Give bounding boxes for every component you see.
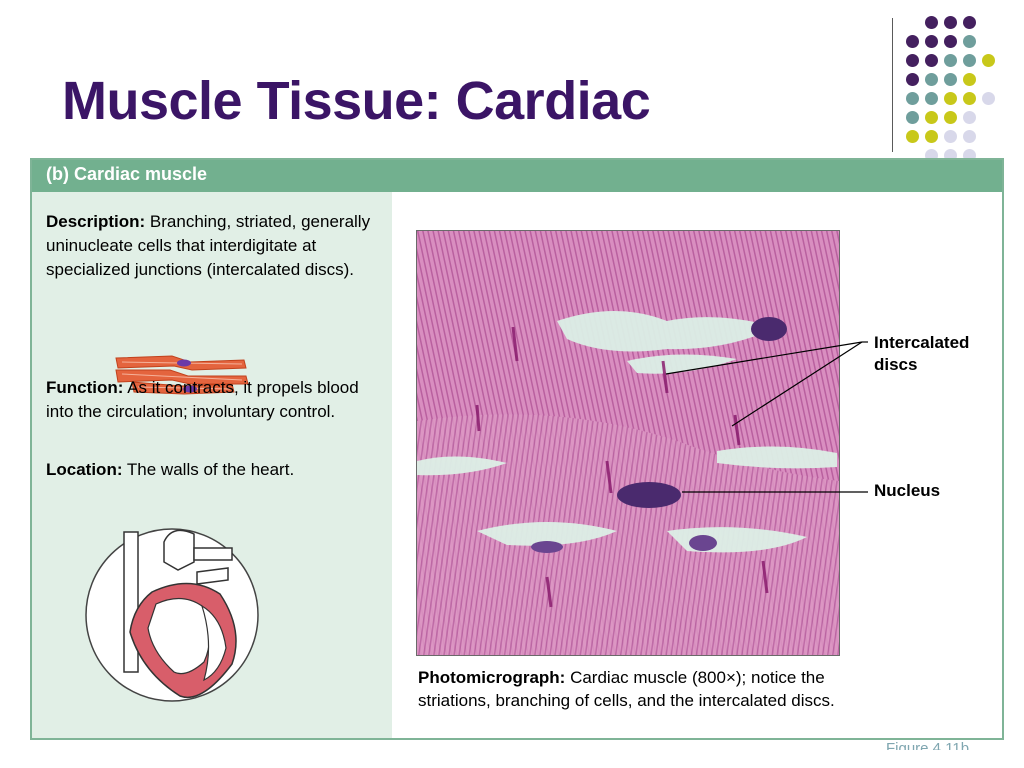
decorative-dot <box>925 16 938 29</box>
photomicrograph <box>416 230 840 656</box>
slide-title: Muscle Tissue: Cardiac <box>62 71 651 131</box>
panel-header-label: (b) Cardiac muscle <box>46 164 208 184</box>
decorative-dot <box>925 130 938 143</box>
decorative-dot <box>944 149 957 160</box>
decorative-dot <box>906 111 919 124</box>
decorative-dot <box>925 111 938 124</box>
panel-header: (b) Cardiac muscle <box>32 160 1002 192</box>
decorative-dot <box>982 92 995 105</box>
decorative-dot <box>963 111 976 124</box>
decorative-dot <box>963 16 976 29</box>
decorative-dot <box>906 92 919 105</box>
location-term: Location: <box>46 460 123 479</box>
description-text: Branching, striated, generally uninuclea… <box>46 212 371 279</box>
decorative-dot <box>906 73 919 86</box>
decorative-dot <box>963 54 976 67</box>
decorative-dot <box>982 54 995 67</box>
function-paragraph: Function: As it contracts, it propels bl… <box>46 376 386 424</box>
callout-intercalated-line2: discs <box>874 355 918 374</box>
caption-text: Cardiac muscle (800×); notice the striat… <box>418 668 835 710</box>
decorative-dot <box>944 111 957 124</box>
decorative-dot <box>925 54 938 67</box>
description-term: Description: <box>46 212 146 231</box>
nucleus-mark <box>531 541 563 553</box>
description-paragraph: Description: Branching, striated, genera… <box>46 210 386 282</box>
callout-intercalated-line1: Intercalated <box>874 333 970 352</box>
callout-nucleus: Nucleus <box>874 481 941 500</box>
decorative-dot <box>963 92 976 105</box>
decorative-dot <box>944 130 957 143</box>
decorative-dot <box>925 149 938 160</box>
decorative-dot <box>963 35 976 48</box>
heart-illustration <box>85 528 259 702</box>
content-panel: (b) Cardiac muscle Description: Branchin… <box>30 158 1004 740</box>
decorative-dot <box>963 149 976 160</box>
description-column: Description: Branching, striated, genera… <box>32 192 392 738</box>
decorative-dot <box>944 73 957 86</box>
nucleus-mark <box>617 482 681 508</box>
decorative-dot <box>944 16 957 29</box>
caption-term: Photomicrograph: <box>418 668 566 687</box>
decorative-dot <box>906 35 919 48</box>
decorative-dot <box>963 73 976 86</box>
decorative-dot <box>944 92 957 105</box>
decorative-dot <box>944 54 957 67</box>
decorative-dot-grid <box>902 12 1020 160</box>
callout-intercalated-discs: Intercalated discs <box>874 332 969 376</box>
decorative-dot <box>925 73 938 86</box>
location-text: The walls of the heart. <box>122 460 295 479</box>
nucleus-mark <box>751 317 787 341</box>
function-text: As it contracts, it propels blood into t… <box>46 378 359 421</box>
decorative-dot <box>925 92 938 105</box>
location-paragraph: Location: The walls of the heart. <box>46 458 386 482</box>
nucleus-mark <box>689 535 717 551</box>
photomicrograph-caption: Photomicrograph: Cardiac muscle (800×); … <box>418 666 868 712</box>
decorative-dot <box>963 130 976 143</box>
decorative-dot <box>906 54 919 67</box>
cardiac-cell-illustration <box>115 355 249 395</box>
callout-leader-lines <box>665 341 868 493</box>
decorative-dot <box>925 35 938 48</box>
decorative-dot <box>906 130 919 143</box>
function-term: Function: <box>46 378 124 397</box>
title-divider <box>892 18 893 152</box>
decorative-dot <box>944 35 957 48</box>
figure-label: Figure 4.11b <box>886 740 970 750</box>
